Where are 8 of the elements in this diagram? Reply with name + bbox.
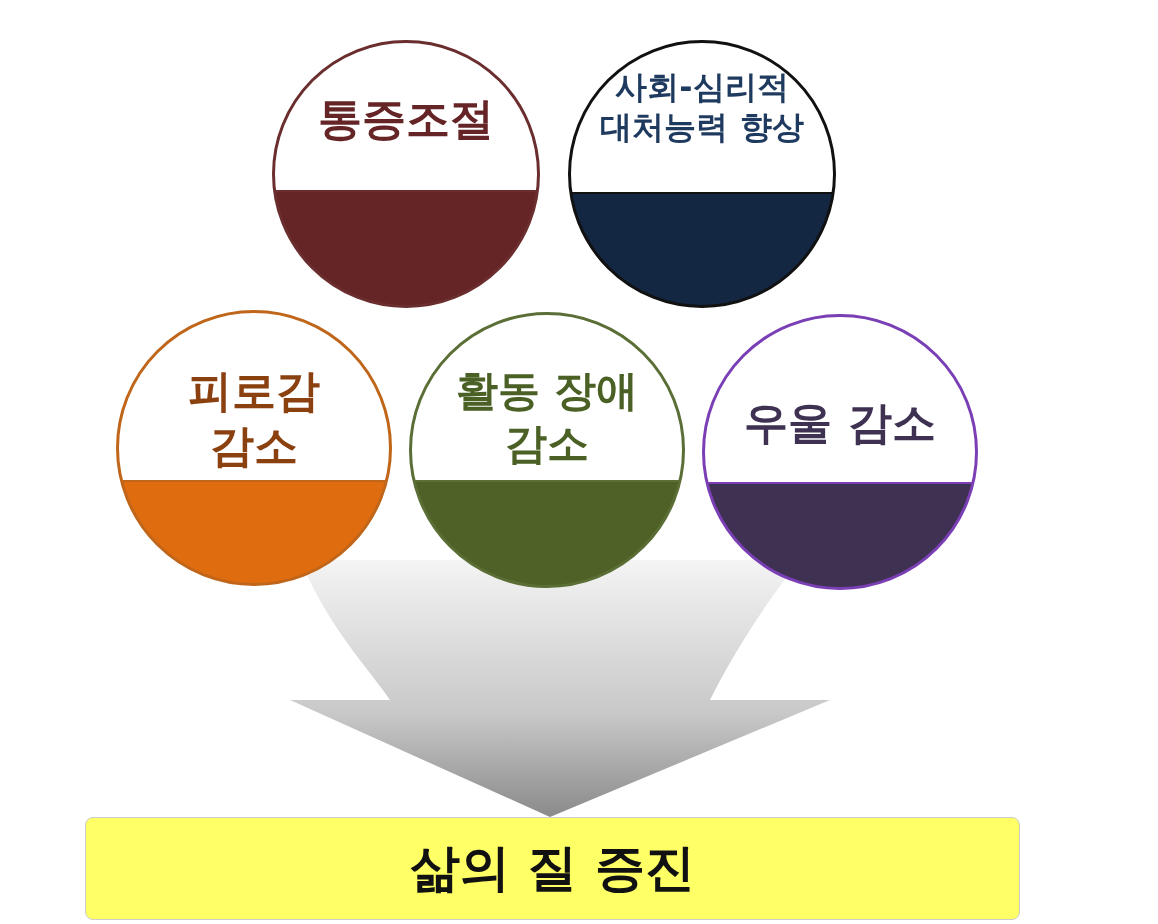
node-label: 피로감 감소 (187, 364, 321, 473)
result-box (85, 817, 1020, 920)
node-label: 통증조절 (317, 92, 495, 146)
node-label: 활동 장애 감소 (454, 365, 640, 470)
node-label: 우울 감소 (743, 396, 937, 450)
node-label: 사회-심리적 대처능력 향상 (599, 67, 805, 147)
node-label: 삶의 질 증진 (410, 838, 695, 899)
merge-arrow (290, 560, 830, 817)
